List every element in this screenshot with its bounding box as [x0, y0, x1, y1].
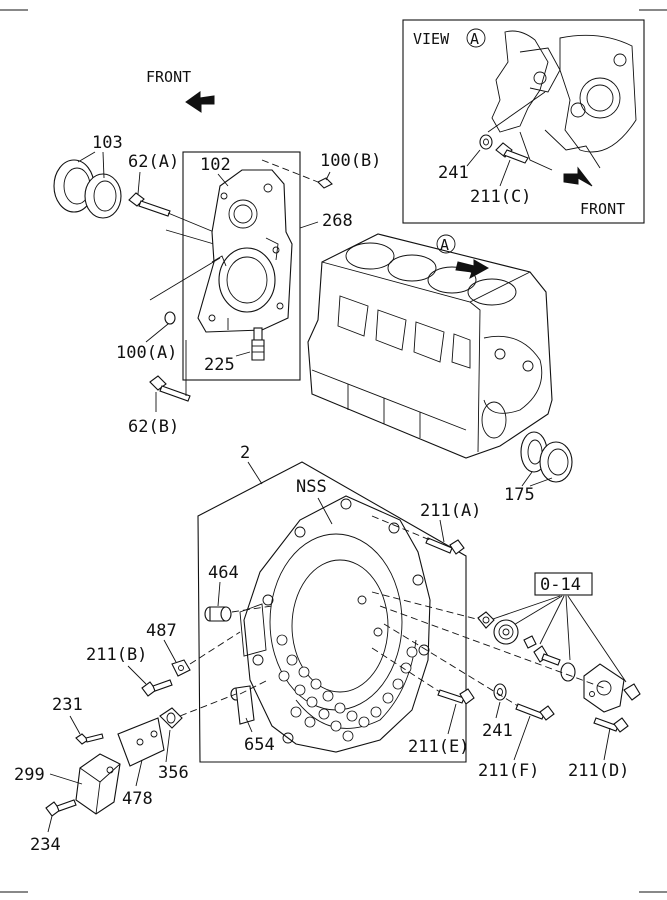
view-a-marker: A — [470, 30, 479, 48]
label-2: 2 — [240, 443, 250, 463]
view-direction-arrow-icon — [455, 259, 490, 280]
label-211d: 211(D) — [568, 761, 629, 781]
label-014: 0-14 — [540, 575, 581, 595]
bolt-211a — [425, 537, 465, 555]
seal-175 — [520, 431, 573, 483]
label-241: 241 — [482, 721, 513, 741]
bolt-231 — [75, 733, 104, 745]
bolt-211c — [495, 142, 529, 164]
washer-356 — [159, 707, 183, 729]
front-label-inset: FRONT — [580, 200, 625, 218]
washer-241-inset — [479, 134, 493, 150]
label-211b: 211(B) — [86, 645, 147, 665]
kit-014-box — [534, 572, 593, 596]
label-211e: 211(E) — [408, 737, 469, 757]
label-100b: 100(B) — [320, 151, 381, 171]
label-234: 234 — [30, 835, 61, 855]
bolt-211f — [515, 703, 555, 721]
label-103: 103 — [92, 133, 123, 153]
label-marker-a-block: A — [440, 236, 449, 254]
engine-block — [307, 233, 553, 459]
label-62a: 62(A) — [128, 152, 179, 172]
label-225: 225 — [204, 355, 235, 375]
label-487: 487 — [146, 621, 177, 641]
bolt-234 — [45, 799, 77, 817]
front-arrow-inset-icon — [563, 166, 593, 187]
label-211a: 211(A) — [420, 501, 481, 521]
label-102: 102 — [200, 155, 231, 175]
label-nss: NSS — [296, 477, 327, 497]
label-478: 478 — [122, 789, 153, 809]
label-100a: 100(A) — [116, 343, 177, 363]
bracket-478 — [117, 717, 165, 767]
housing-honeycomb — [276, 634, 418, 742]
view-a-title: VIEW — [413, 30, 450, 48]
label-211f: 211(F) — [478, 761, 539, 781]
bolt-62a — [128, 192, 171, 217]
label-231: 231 — [52, 695, 83, 715]
front-label-top: FRONT — [146, 68, 191, 86]
label-211c: 211(C) — [470, 187, 531, 207]
kit-014-parts — [477, 611, 641, 713]
bolt-211d — [593, 717, 629, 733]
label-654: 654 — [244, 735, 275, 755]
bracket-299 — [75, 753, 121, 815]
dowel-464 — [204, 606, 232, 622]
label-62b: 62(B) — [128, 417, 179, 437]
label-299: 299 — [14, 765, 45, 785]
kit-014-leaders — [489, 595, 627, 683]
gasket-100b — [317, 177, 333, 189]
bolt-211e — [437, 688, 475, 705]
pin-654 — [230, 685, 255, 725]
flywheel-housing — [239, 495, 431, 753]
frame-2 — [197, 461, 467, 763]
label-241-inset: 241 — [438, 163, 469, 183]
bolt-211b — [141, 679, 173, 697]
plug-225 — [251, 327, 265, 361]
o-ring-100a — [164, 311, 176, 325]
corner-marks — [0, 9, 667, 893]
bolt-62b — [149, 375, 191, 402]
oil-seal-103 — [53, 159, 122, 219]
label-356: 356 — [158, 763, 189, 783]
washer-241 — [493, 683, 507, 701]
label-175: 175 — [504, 485, 535, 505]
frame-268 — [182, 151, 301, 381]
front-cover-102 — [197, 169, 293, 333]
label-268: 268 — [322, 211, 353, 231]
view-a-inset: VIEW A 241 211(C) FRONT — [402, 19, 645, 224]
front-arrow-icon — [185, 91, 215, 113]
bracket-487 — [171, 659, 191, 677]
label-464: 464 — [208, 563, 239, 583]
